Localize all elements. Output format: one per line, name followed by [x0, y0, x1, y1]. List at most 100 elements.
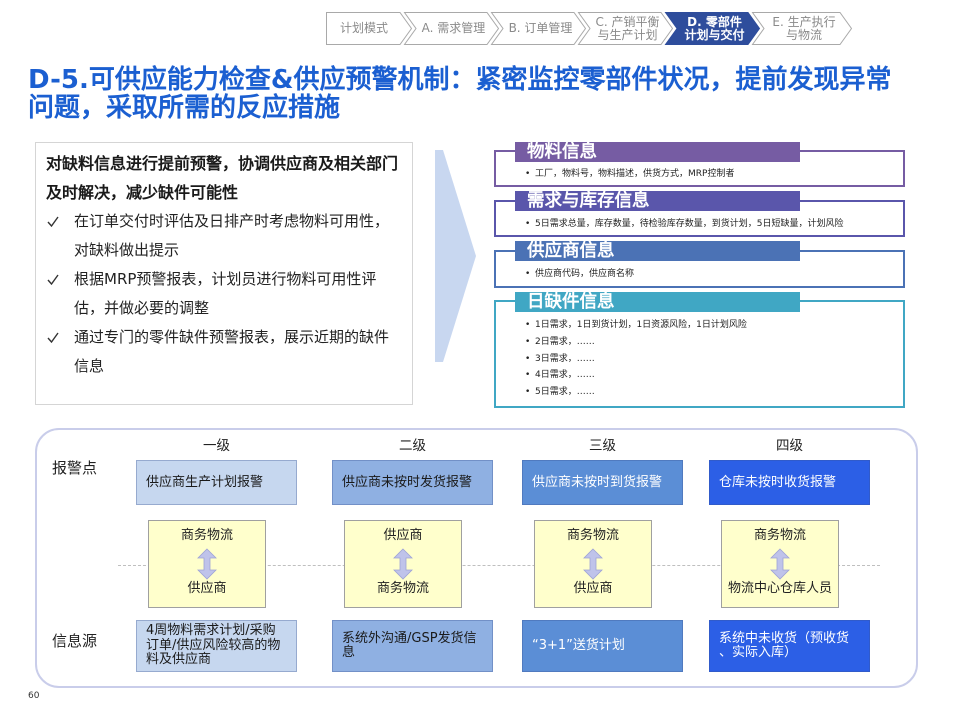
- summary-bullet: 通过专门的零件缺件预警报表，展示近期的缺件信息: [46, 323, 402, 381]
- up-down-arrow-icon: [393, 548, 413, 580]
- step-shape: [664, 12, 761, 45]
- info-item: 4日需求，……: [525, 367, 903, 384]
- step-parts-planning-delivery[interactable]: D. 零部件 计划与交付: [664, 12, 761, 45]
- party-top: 供应商: [383, 528, 423, 543]
- info-panel-title-material: 物料信息: [515, 142, 800, 162]
- level-divider-line: [118, 565, 880, 566]
- level-name: 三级: [589, 438, 616, 454]
- alert-levels-panel: [35, 428, 918, 688]
- party-box: 商务物流 供应商: [148, 520, 266, 608]
- info-item: 工厂，物料号，物料描述，供货方式，MRP控制者: [525, 166, 903, 182]
- alarm-text: 供应商生产计划报警: [146, 474, 264, 490]
- summary-bullet-text: 根据MRP预警报表，计划员进行物料可用性评估，并做必要的调整: [74, 270, 377, 317]
- level-name: 一级: [203, 438, 230, 454]
- step-label: B. 订单管理: [503, 12, 578, 45]
- party-top: 商务物流: [566, 528, 619, 543]
- source-text: 4周物料需求计划/采购订单/供应风险较高的物料及供应商: [146, 623, 281, 668]
- source-text: 系统中未收货（预收货、实际入库）: [719, 630, 850, 660]
- alarm-text: 仓库未按时收货报警: [719, 474, 837, 490]
- alarm-box: 供应商未按时发货报警: [332, 460, 493, 505]
- alarm-box: 仓库未按时收货报警: [709, 460, 870, 505]
- info-item: 1日需求，1日到货计划，1日资源风险，1日计划风险: [525, 317, 903, 334]
- step-label-line: 与生产计划: [597, 27, 658, 42]
- step-shape: [751, 12, 853, 45]
- step-production-logistics[interactable]: E. 生产执行 与物流: [751, 12, 853, 45]
- up-down-arrow-icon: [770, 548, 790, 580]
- summary-box: 对缺料信息进行提前预警，协调供应商及相关部门及时解决，减少缺件可能性 在订单交付…: [35, 142, 413, 405]
- step-shape: [577, 12, 674, 45]
- party-box: 商务物流 物流中心仓库人员: [721, 520, 839, 608]
- row-label-alarm: 报警点: [52, 459, 98, 477]
- page-number: 60: [28, 691, 40, 701]
- party-top: 商务物流: [180, 528, 233, 543]
- info-panel-daily-shortage: 1日需求，1日到货计划，1日资源风险，1日计划风险 2日需求，…… 3日需求，……: [494, 300, 905, 408]
- step-label-line: E. 生产执行: [772, 14, 836, 29]
- source-box: “3+1”送货计划: [522, 620, 683, 672]
- info-panel-title-daily-shortage: 日缺件信息: [515, 292, 800, 312]
- party-box: 供应商 商务物流: [344, 520, 462, 608]
- step-shape: [490, 12, 587, 45]
- party-box: 商务物流 供应商: [534, 520, 652, 608]
- step-label-line: 计划与交付: [684, 27, 745, 42]
- step-shape: [403, 12, 500, 45]
- info-panel-items: 工厂，物料号，物料描述，供货方式，MRP控制者: [496, 152, 903, 182]
- party-bottom: 供应商: [187, 581, 227, 596]
- summary-bullet-list: 在订单交付时评估及日排产时考虑物料可用性，对缺料做出提示 根据MRP预警报表，计…: [46, 207, 402, 381]
- page-title: D-5.可供应能力检查&供应预警机制：紧密监控零部件状况，提前发现异常问题，采取…: [28, 65, 892, 123]
- step-label-line: C. 产销平衡: [595, 14, 660, 29]
- info-panel-items: 1日需求，1日到货计划，1日资源风险，1日计划风险 2日需求，…… 3日需求，……: [496, 302, 903, 401]
- alarm-box: 供应商未按时到货报警: [522, 460, 683, 505]
- info-panel-items: 5日需求总量，库存数量，待检验库存数量，到货计划，5日短缺量，计划风险: [496, 202, 903, 232]
- check-icon: [47, 274, 59, 285]
- source-box: 系统中未收货（预收货、实际入库）: [709, 620, 870, 672]
- step-label-line: A. 需求管理: [421, 21, 486, 35]
- step-label-line: B. 订单管理: [508, 21, 573, 35]
- step-label: 计划模式: [328, 12, 400, 45]
- step-sop-production-planning[interactable]: C. 产销平衡 与生产计划: [577, 12, 674, 45]
- info-item: 2日需求，……: [525, 334, 903, 351]
- source-text: “3+1”送货计划: [532, 637, 625, 653]
- step-order-management[interactable]: B. 订单管理: [490, 12, 587, 45]
- step-label: A. 需求管理: [416, 12, 491, 45]
- info-panel-items: 供应商代码，供应商名称: [496, 252, 903, 282]
- step-label: D. 零部件 计划与交付: [677, 12, 752, 45]
- summary-bullet-text: 通过专门的零件缺件预警报表，展示近期的缺件信息: [74, 328, 390, 375]
- info-item: 5日需求，……: [525, 384, 903, 401]
- info-item: 供应商代码，供应商名称: [525, 266, 903, 282]
- up-down-arrow-icon: [197, 548, 217, 580]
- check-icon: [47, 332, 59, 343]
- info-item: 5日需求总量，库存数量，待检验库存数量，到货计划，5日短缺量，计划风险: [525, 216, 903, 232]
- alarm-text: 供应商未按时到货报警: [532, 474, 663, 490]
- party-top: 商务物流: [753, 528, 806, 543]
- info-panel-title-supplier: 供应商信息: [515, 241, 800, 261]
- step-label-line: 与物流: [785, 27, 822, 42]
- level-name: 二级: [399, 438, 426, 454]
- source-box: 4周物料需求计划/采购订单/供应风险较高的物料及供应商: [136, 620, 297, 672]
- alarm-box: 供应商生产计划报警: [136, 460, 297, 505]
- step-shape: [326, 12, 413, 45]
- step-label-line: 计划模式: [339, 21, 388, 35]
- step-label: E. 生产执行 与物流: [764, 12, 844, 45]
- chevron-shape: [435, 150, 476, 362]
- step-planning-mode[interactable]: 计划模式: [326, 12, 413, 45]
- check-icon: [47, 216, 59, 227]
- chevron-right-icon: [435, 150, 476, 362]
- summary-bullet: 根据MRP预警报表，计划员进行物料可用性评估，并做必要的调整: [46, 265, 402, 323]
- source-text: 系统外沟通/GSP发货信息: [342, 630, 477, 660]
- step-label-line: D. 零部件: [687, 14, 742, 29]
- party-bottom: 物流中心仓库人员: [727, 581, 832, 596]
- level-name: 四级: [776, 438, 803, 454]
- alarm-text: 供应商未按时发货报警: [342, 474, 473, 490]
- info-panel-title-demand-inventory: 需求与库存信息: [515, 191, 800, 211]
- step-demand-management[interactable]: A. 需求管理: [403, 12, 500, 45]
- step-label: C. 产销平衡 与生产计划: [590, 12, 665, 45]
- summary-bullet-text: 在订单交付时评估及日排产时考虑物料可用性，对缺料做出提示: [74, 212, 390, 259]
- row-label-source: 信息源: [52, 632, 98, 650]
- source-box: 系统外沟通/GSP发货信息: [332, 620, 493, 672]
- summary-heading: 对缺料信息进行提前预警，协调供应商及相关部门及时解决，减少缺件可能性: [46, 154, 399, 202]
- info-item: 3日需求，……: [525, 351, 903, 368]
- up-down-arrow-icon: [583, 548, 603, 580]
- party-bottom: 供应商: [573, 581, 613, 596]
- party-bottom: 商务物流: [376, 581, 429, 596]
